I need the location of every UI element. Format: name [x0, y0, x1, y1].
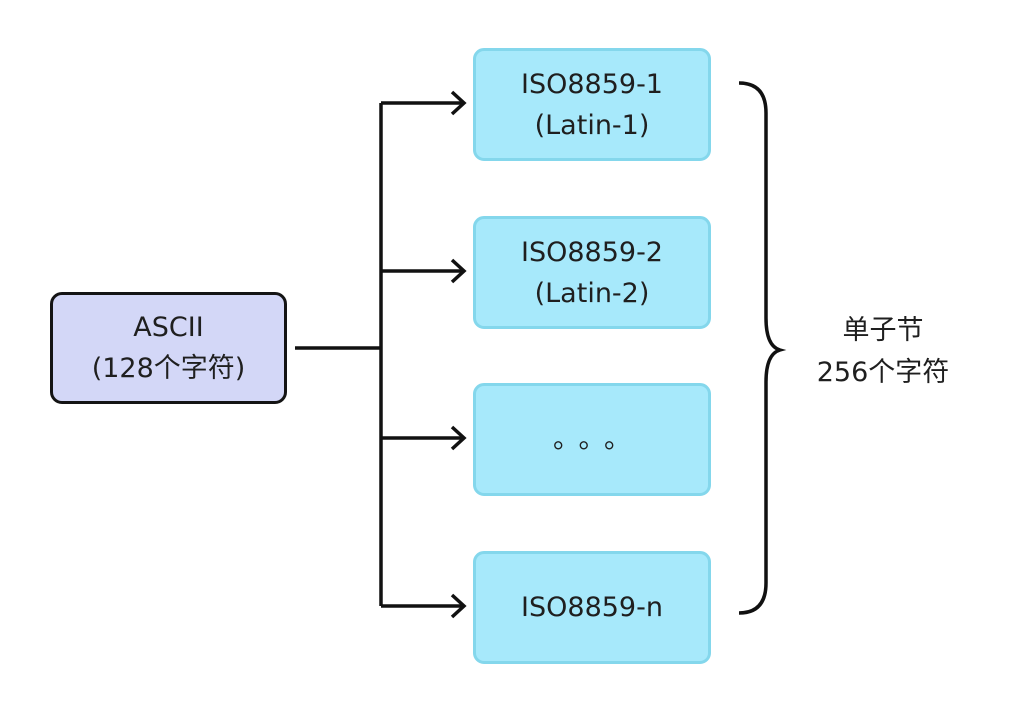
arrowhead-2 — [450, 258, 467, 284]
iso8859-n-label: ISO8859-n — [521, 592, 663, 623]
iso8859-n-box: ISO8859-n — [473, 551, 711, 664]
ascii-box: ASCII (128个字符) — [50, 292, 287, 404]
arrowhead-3 — [450, 425, 467, 451]
ascii-count: (128个字符) — [91, 353, 246, 384]
single-byte-title: 单子节 — [842, 315, 924, 346]
ellipsis-box: 。。。 — [473, 383, 711, 496]
char-count-label: 256个字符 — [816, 357, 950, 388]
iso8859-2-box: ISO8859-2 (Latin-2) — [473, 216, 711, 329]
iso8859-1-label: ISO8859-1 — [521, 68, 663, 100]
arrowhead-4 — [450, 593, 467, 619]
ascii-label: ASCII — [133, 312, 204, 343]
latin-2-label: (Latin-2) — [534, 277, 650, 309]
iso8859-2-label: ISO8859-2 — [521, 236, 663, 268]
latin-1-label: (Latin-1) — [534, 109, 650, 141]
ellipsis-label: 。。。 — [553, 424, 643, 455]
single-byte-label: 单子节 256个字符 — [808, 310, 958, 394]
curly-brace — [738, 81, 787, 615]
iso8859-1-box: ISO8859-1 (Latin-1) — [473, 48, 711, 161]
arrowhead-1 — [450, 90, 467, 116]
